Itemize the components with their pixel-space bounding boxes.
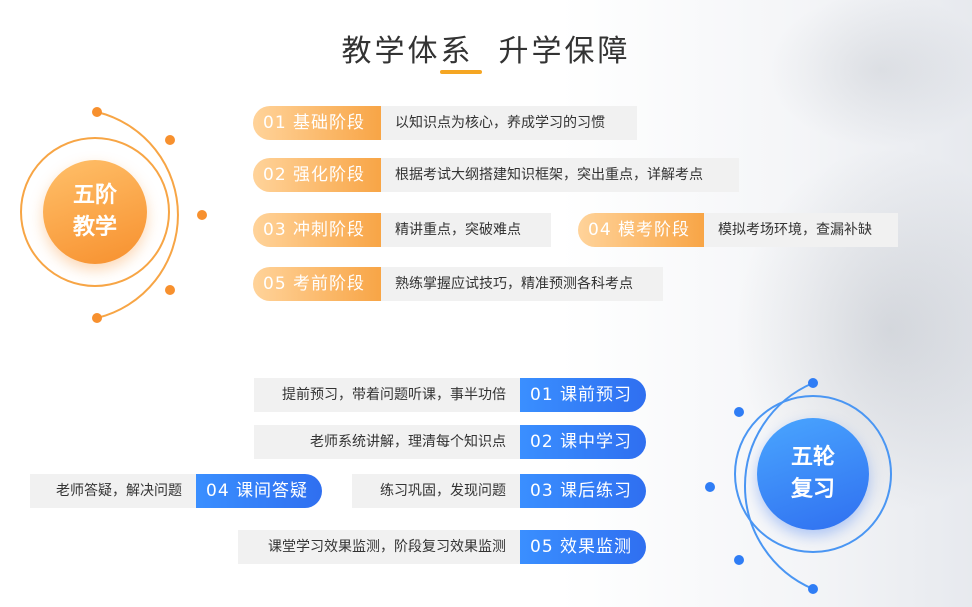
round-03-desc: 练习巩固，发现问题	[352, 474, 520, 508]
title-underline	[440, 70, 482, 74]
round-02-desc: 老师系统讲解，理清每个知识点	[254, 425, 520, 459]
stage-04-desc: 模拟考场环境，查漏补缺	[704, 213, 898, 247]
stage-05-desc: 熟练掌握应试技巧，精准预测各科考点	[381, 267, 663, 301]
orbit-dot	[734, 407, 744, 417]
five-round-badge: 五轮 复习	[757, 418, 869, 530]
orbit-dot	[92, 313, 102, 323]
badge-line-2: 教学	[73, 212, 117, 244]
stage-03-desc: 精讲重点，突破难点	[381, 213, 551, 247]
badge-line-1: 五轮	[791, 442, 835, 474]
orbit-dot	[808, 584, 818, 594]
orbit-dot	[165, 285, 175, 295]
badge-line-1: 五阶	[73, 180, 117, 212]
stage-05-label: 05 考前阶段	[253, 267, 381, 301]
round-02-label: 02 课中学习	[520, 425, 646, 459]
round-04-label: 04 课间答疑	[196, 474, 322, 508]
round-01-desc: 提前预习，带着问题听课，事半功倍	[254, 378, 520, 412]
orbit-dot	[734, 555, 744, 565]
round-05-label: 05 效果监测	[520, 530, 646, 564]
page-title: 教学体系 升学保障	[0, 26, 972, 70]
stage-04-label: 04 模考阶段	[578, 213, 704, 247]
orbit-dot	[165, 135, 175, 145]
orbit-dot	[808, 378, 818, 388]
stage-01-label: 01 基础阶段	[253, 106, 381, 140]
stage-02-label: 02 强化阶段	[253, 158, 381, 192]
stage-03-label: 03 冲刺阶段	[253, 213, 381, 247]
round-04-desc: 老师答疑，解决问题	[30, 474, 196, 508]
orbit-dot	[197, 210, 207, 220]
stage-01-desc: 以知识点为核心，养成学习的习惯	[381, 106, 637, 140]
round-03-label: 03 课后练习	[520, 474, 646, 508]
round-01-label: 01 课前预习	[520, 378, 646, 412]
five-stage-badge: 五阶 教学	[43, 160, 147, 264]
badge-line-2: 复习	[791, 474, 835, 506]
orbit-dot	[92, 107, 102, 117]
orbit-dot	[705, 482, 715, 492]
stage-02-desc: 根据考试大纲搭建知识框架，突出重点，详解考点	[381, 158, 739, 192]
round-05-desc: 课堂学习效果监测，阶段复习效果监测	[238, 530, 520, 564]
